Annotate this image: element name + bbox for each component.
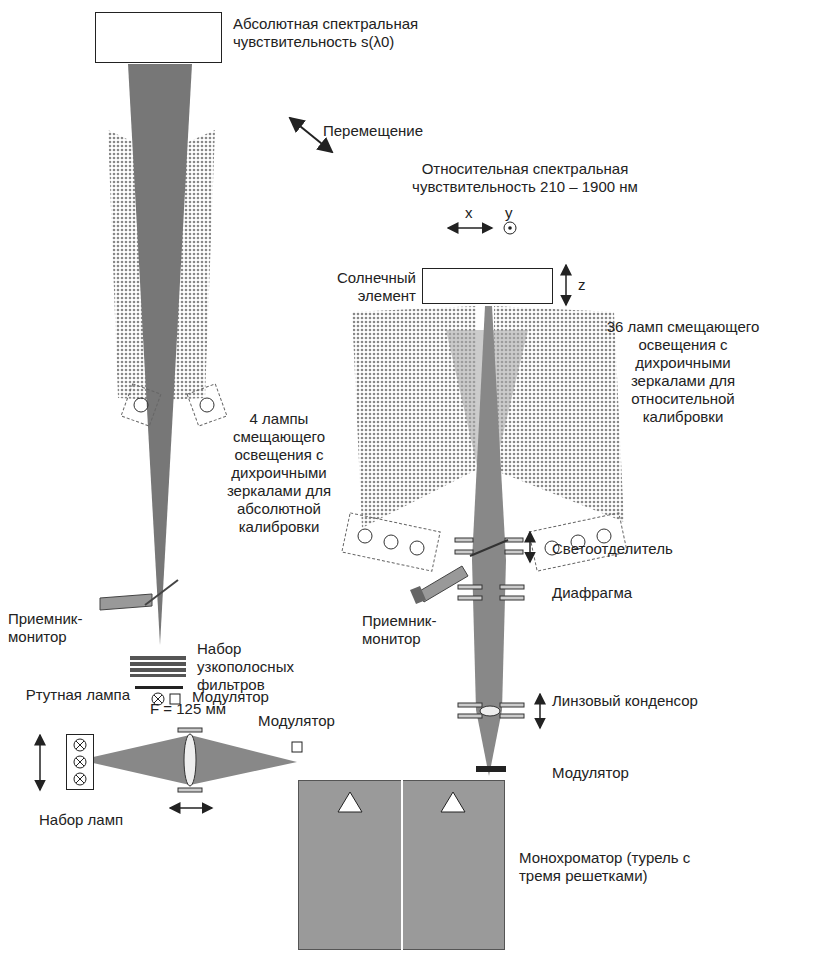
annotation-label: Относительная спектральная чувствительно… bbox=[395, 160, 655, 196]
lamp-set: Набор ламп bbox=[66, 734, 94, 790]
annotation-label: Модулятор bbox=[258, 712, 358, 730]
detector-box: Абсолютная спектральная чувствительность… bbox=[95, 12, 222, 63]
node-label: Абсолютная спектральная чувствительность… bbox=[233, 15, 443, 51]
annotation-label: 4 лампы смещающего освещения с дихроичны… bbox=[214, 410, 344, 536]
annotation-label: y bbox=[505, 204, 519, 222]
annotation-label: z bbox=[578, 276, 592, 294]
monochromator: Монохроматор (турель с тремя решетками) bbox=[298, 780, 505, 950]
annotation-label: F = 125 мм bbox=[150, 700, 250, 718]
node-label: Набор ламп bbox=[39, 811, 139, 829]
annotation-label: Светоотделитель bbox=[552, 540, 692, 558]
annotation-label: Приемник-монитор bbox=[362, 612, 447, 648]
annotation-label: Набор узкополосных фильтров bbox=[197, 640, 317, 694]
annotation-label: 36 ламп смещающего освещения с дихроичны… bbox=[598, 318, 768, 426]
solar-cell: Солнечный элемент bbox=[422, 268, 553, 304]
annotation-label: x bbox=[465, 204, 479, 222]
node-label: Монохроматор (турель с тремя решетками) bbox=[519, 849, 719, 885]
annotation-label: Диафрагма bbox=[552, 584, 672, 602]
annotation-label: Модулятор bbox=[552, 764, 672, 782]
annotation-label: Линзовый конденсор bbox=[552, 692, 732, 710]
annotation-label: Ртутная лампа bbox=[20, 686, 130, 704]
node-label: Солнечный элемент bbox=[336, 269, 416, 305]
annotation-label: Приемник-монитор bbox=[8, 610, 93, 646]
annotation-label: Перемещение bbox=[323, 122, 443, 140]
